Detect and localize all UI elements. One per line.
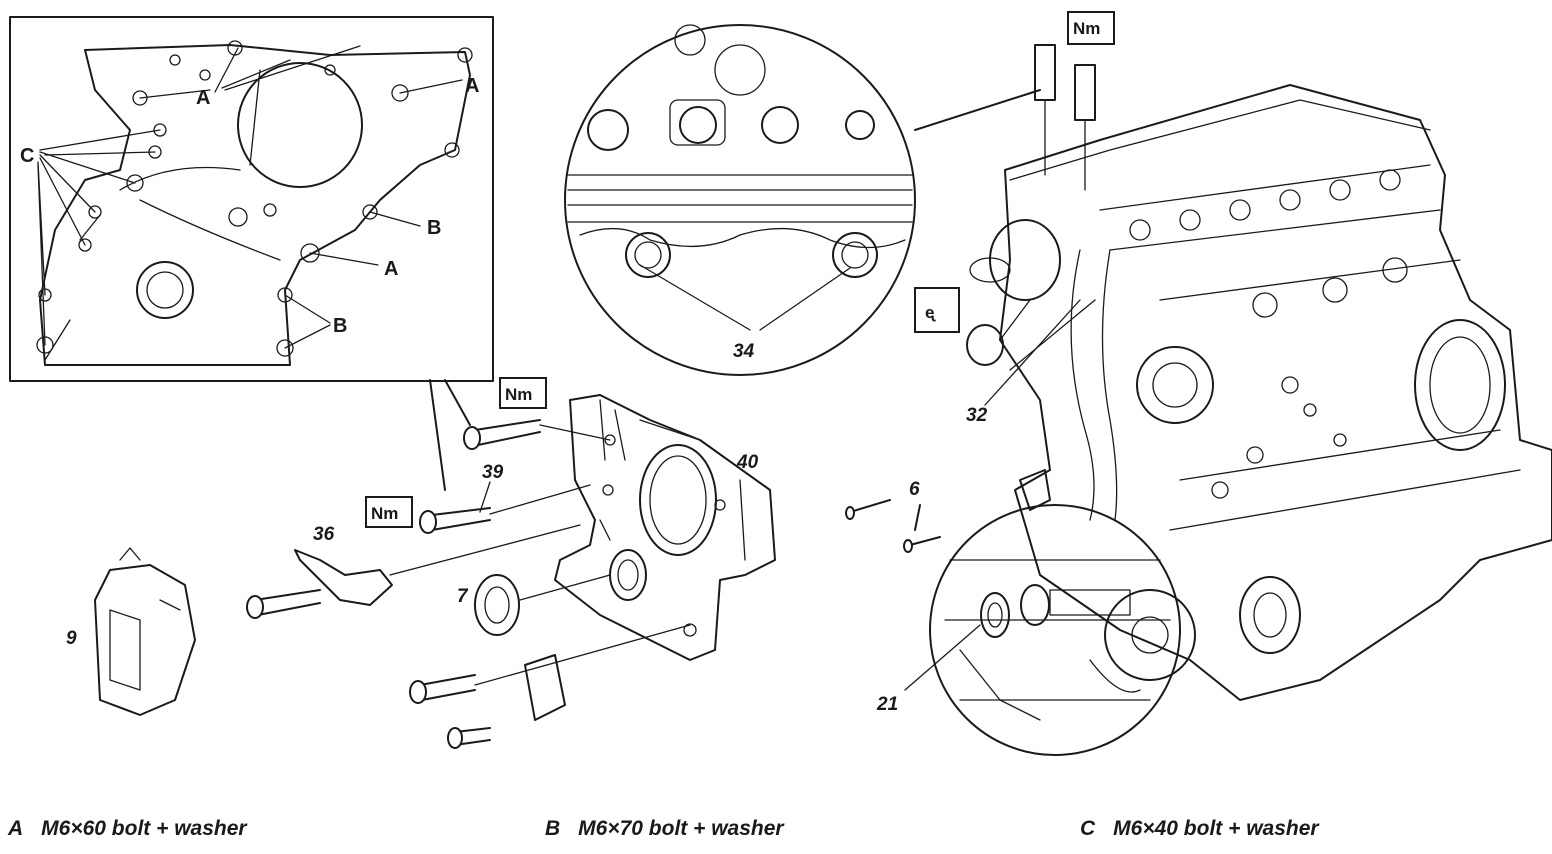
dowel-pins-6: 6 bbox=[845, 479, 941, 553]
inset-connector bbox=[429, 379, 471, 491]
callout-32: 32 bbox=[966, 405, 988, 426]
special-tool-symbol: ᶒ bbox=[914, 287, 960, 333]
legend-key-c: C bbox=[1080, 817, 1096, 840]
inset-crank-opening bbox=[237, 62, 363, 188]
legend-item-c: C M6×40 bolt + washer bbox=[1080, 817, 1319, 841]
callout-39: 39 bbox=[482, 462, 504, 483]
callout-36: 36 bbox=[313, 524, 335, 545]
legend-key-a: A bbox=[8, 817, 24, 840]
inset-callout-c: C bbox=[20, 145, 34, 167]
callout-7: 7 bbox=[457, 586, 469, 607]
detail-circle-34: 34 bbox=[564, 24, 1041, 376]
inset-callout-b-lower: B bbox=[333, 315, 347, 337]
detail-circle-21: 21 bbox=[876, 504, 1181, 756]
top-bolts: Nm bbox=[1034, 11, 1115, 191]
legend-item-a: A M6×60 bolt + washer bbox=[8, 817, 247, 841]
svg-text:ᶒ: ᶒ bbox=[925, 303, 936, 322]
callout-9: 9 bbox=[66, 628, 77, 649]
inset-callout-a-mid: A bbox=[384, 258, 398, 280]
torque-label-1: Nm bbox=[505, 385, 532, 404]
seal-7: 7 bbox=[457, 574, 611, 636]
inset-callout-a-top: A bbox=[196, 87, 210, 109]
inset-seal-bore bbox=[136, 261, 194, 319]
torque-label-3: Nm bbox=[1073, 19, 1100, 38]
sensor-9: 9 bbox=[66, 547, 196, 716]
torque-label-2: Nm bbox=[371, 504, 398, 523]
inset-cover-outline bbox=[39, 44, 471, 366]
cover-bolts-lower bbox=[409, 624, 691, 749]
inset-bolt-holes bbox=[36, 40, 473, 357]
legend-text-c: M6×40 bolt + washer bbox=[1113, 817, 1319, 840]
inset-callout-a-right: A bbox=[465, 75, 479, 97]
torque-box-1 bbox=[499, 377, 547, 409]
cover-bolts-upper: Nm Nm 39 bbox=[365, 377, 611, 534]
timing-cover-part: 40 bbox=[554, 394, 776, 661]
callout-34: 34 bbox=[733, 341, 755, 362]
inset-frame bbox=[9, 16, 494, 382]
legend-key-b: B bbox=[545, 817, 561, 840]
engine-block: 32 bbox=[966, 84, 1552, 701]
bracket-36: 36 bbox=[246, 524, 581, 619]
torque-box-3 bbox=[1067, 11, 1115, 45]
torque-box-2 bbox=[365, 496, 413, 528]
callout-21: 21 bbox=[876, 694, 898, 715]
inset-callout-b-upper: B bbox=[427, 217, 441, 239]
inset-bolt-pattern-view: A A A B B C bbox=[9, 16, 494, 382]
callout-6: 6 bbox=[909, 479, 920, 500]
legend-text-a: M6×60 bolt + washer bbox=[41, 817, 247, 840]
callout-40: 40 bbox=[736, 452, 759, 473]
legend-item-b: B M6×70 bolt + washer bbox=[545, 817, 784, 841]
legend-text-b: M6×70 bolt + washer bbox=[578, 817, 784, 840]
